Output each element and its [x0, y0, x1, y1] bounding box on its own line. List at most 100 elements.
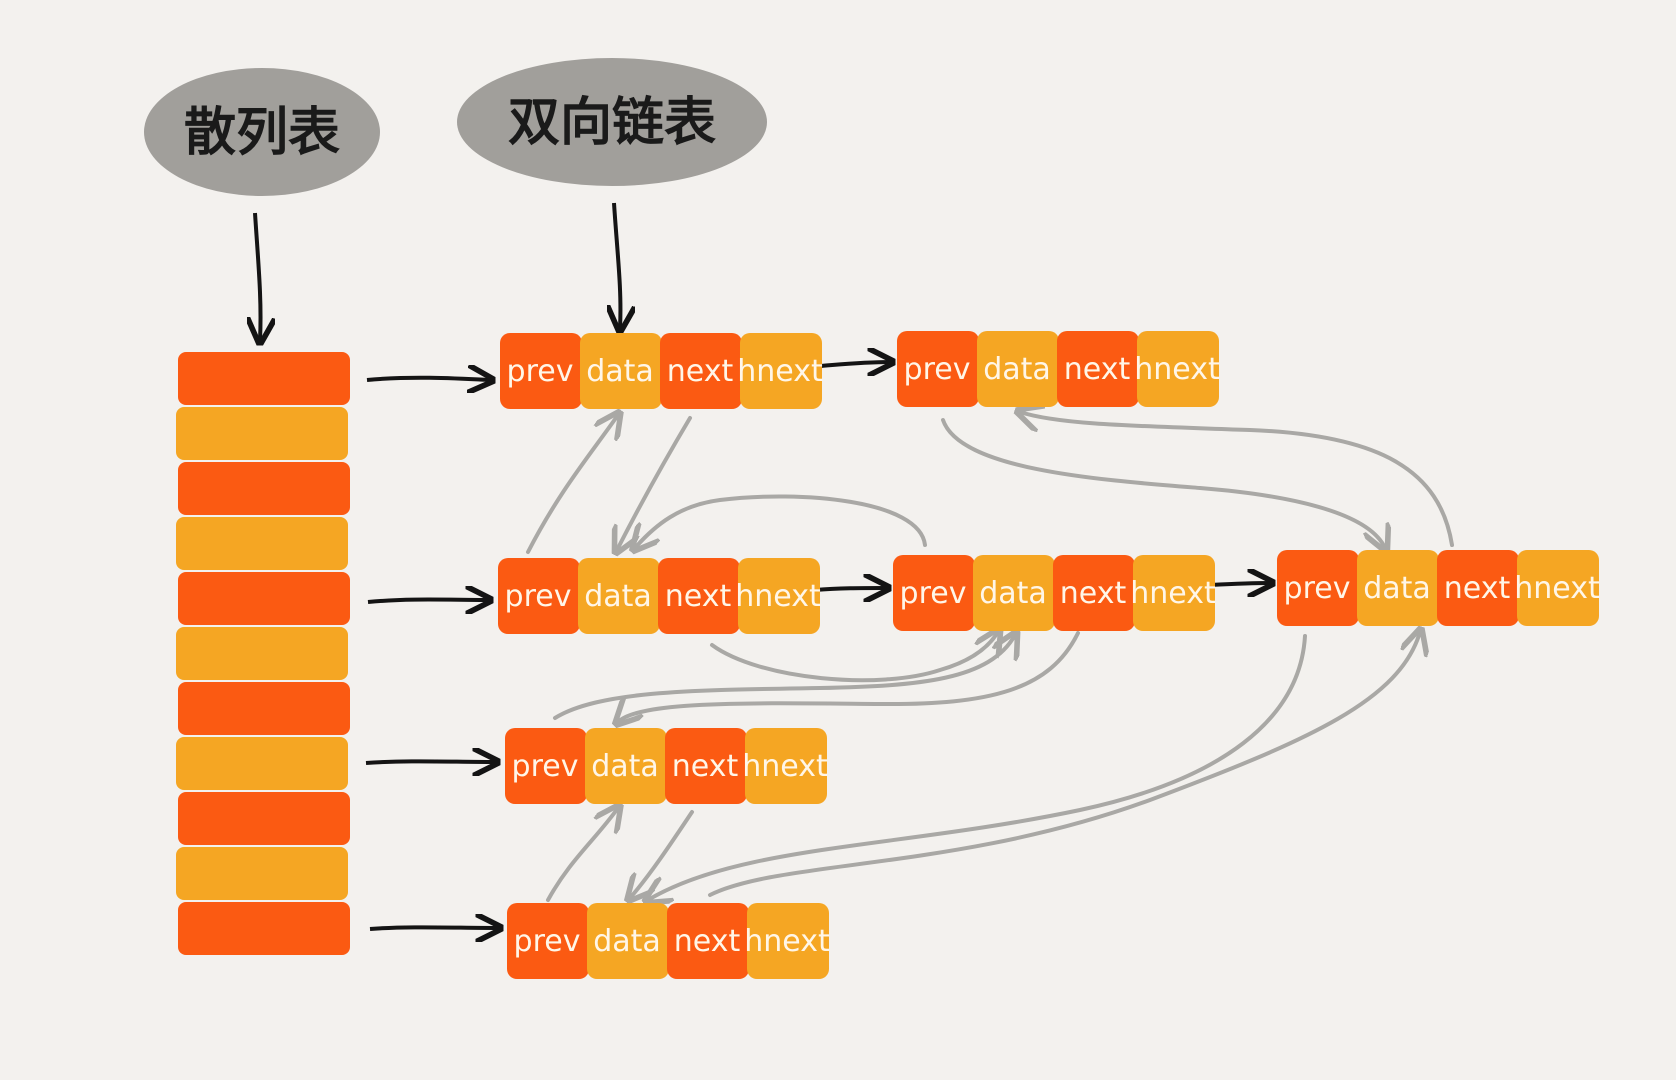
- node-a-hnext-box: [740, 333, 822, 409]
- node-a-data-label: data: [586, 354, 654, 389]
- node-a-data-cell: data: [580, 333, 662, 409]
- doubly-linked-list-label-pill: [457, 58, 767, 186]
- node-e-hnext-cell: hnext: [1514, 550, 1600, 626]
- node-e-hnext-box: [1517, 550, 1599, 626]
- node-g-prev-label: prev: [514, 924, 581, 959]
- hash-table-slot-6: [178, 682, 350, 735]
- node-d-data-cell: data: [973, 555, 1055, 631]
- node-a-prev-cell: prev: [500, 333, 582, 409]
- node-d-data-box: [973, 555, 1055, 631]
- node-d-prev-cell: prev: [893, 555, 975, 631]
- hash-table-slot-7: [176, 737, 348, 790]
- node-g-next-box: [667, 903, 749, 979]
- node-e-prev-cell: prev: [1277, 550, 1359, 626]
- node-f-hnext-cell: hnext: [742, 728, 828, 804]
- node-c-hnext-label: hnext: [735, 579, 821, 614]
- node-a-prev-box: [500, 333, 582, 409]
- hash-table-slot-8: [178, 792, 350, 845]
- node-d-prev-box: [893, 555, 975, 631]
- node-c-hnext-box: [738, 558, 820, 634]
- node-a-next-cell: next: [660, 333, 742, 409]
- node-f-data-box: [585, 728, 667, 804]
- node-g-prev-cell: prev: [507, 903, 589, 979]
- node-b-hnext-box: [1137, 331, 1219, 407]
- doubly-linked-list-label-text: 双向链表: [508, 93, 716, 153]
- node-g-prev-box: [507, 903, 589, 979]
- d-next-to-f-data-arrow: [618, 631, 1080, 722]
- node-c-next-label: next: [665, 579, 732, 614]
- node-f-next-label: next: [672, 749, 739, 784]
- node-f-hnext-label: hnext: [742, 749, 828, 784]
- node-d-hnext-label: hnext: [1130, 576, 1216, 611]
- node-g-next-cell: next: [667, 903, 749, 979]
- node-d-next-label: next: [1060, 576, 1127, 611]
- doubly-linked-connections: [526, 412, 1454, 900]
- a-next-to-c-data-arrow: [617, 416, 692, 550]
- node-b-data-box: [977, 331, 1059, 407]
- doubly-linked-list-label: 双向链表: [457, 58, 767, 186]
- node-g-hnext-label: hnext: [744, 924, 830, 959]
- slot-4-to-node-c-arrow: [367, 600, 488, 603]
- node-f-next-box: [665, 728, 747, 804]
- hash-chain-arrows: [365, 362, 1270, 929]
- hash-table-slot-3: [176, 517, 348, 570]
- hash-table-slot-10: [178, 902, 350, 955]
- node-b-prev-cell: prev: [897, 331, 979, 407]
- node-g-data-cell: data: [587, 903, 669, 979]
- node-e-data-box: [1357, 550, 1439, 626]
- node-c-hnext-to-node-d-arrow: [814, 588, 886, 590]
- node-a-hnext-label: hnext: [737, 354, 823, 389]
- node-c-prev-label: prev: [505, 579, 572, 614]
- node-d-hnext-to-node-e-arrow: [1209, 583, 1270, 585]
- node-d-hnext-cell: hnext: [1130, 555, 1216, 631]
- node-g-hnext-cell: hnext: [744, 903, 830, 979]
- node-a-next-label: next: [667, 354, 734, 389]
- node-b-data-label: data: [983, 352, 1051, 387]
- node-f-hnext-box: [745, 728, 827, 804]
- node-a-next-box: [660, 333, 742, 409]
- node-b-next-box: [1057, 331, 1139, 407]
- node-e-data-label: data: [1363, 571, 1431, 606]
- e-prev-to-b-data-arrow: [1020, 412, 1454, 547]
- node-a-hnext-to-node-b-arrow: [819, 362, 890, 366]
- node-b-prev-label: prev: [904, 352, 971, 387]
- node-f-prev-cell: prev: [505, 728, 587, 804]
- node-b-next-label: next: [1064, 352, 1131, 387]
- node-c-next-box: [658, 558, 740, 634]
- node-f-prev-box: [505, 728, 587, 804]
- e-prev-to-g-data-arrow: [648, 634, 1307, 900]
- node-c-data-cell: data: [578, 558, 660, 634]
- node-c-hnext-cell: hnext: [735, 558, 821, 634]
- node-a-hnext-cell: hnext: [737, 333, 823, 409]
- node-c-prev-box: [498, 558, 580, 634]
- node-g-hnext-box: [747, 903, 829, 979]
- node-b-hnext-label: hnext: [1134, 352, 1220, 387]
- node-g-next-label: next: [674, 924, 741, 959]
- hash-table-slot-2: [178, 462, 350, 515]
- node-c-data-label: data: [584, 579, 652, 614]
- node-e-prev-box: [1277, 550, 1359, 626]
- node-e-next-label: next: [1444, 571, 1511, 606]
- node-b-hnext-cell: hnext: [1134, 331, 1220, 407]
- linked-list-pointer-arrow: [614, 202, 620, 328]
- node-d-hnext-box: [1133, 555, 1215, 631]
- node-a-data-box: [580, 333, 662, 409]
- node-b-prev-box: [897, 331, 979, 407]
- hash-table-slot-9: [176, 847, 348, 900]
- node-c-data-box: [578, 558, 660, 634]
- node-b-next-cell: next: [1057, 331, 1139, 407]
- slot-10-to-node-g-arrow: [369, 927, 498, 929]
- node-b-data-cell: data: [977, 331, 1059, 407]
- c-prev-to-a-data-arrow: [526, 415, 618, 554]
- node-d-data-label: data: [979, 576, 1047, 611]
